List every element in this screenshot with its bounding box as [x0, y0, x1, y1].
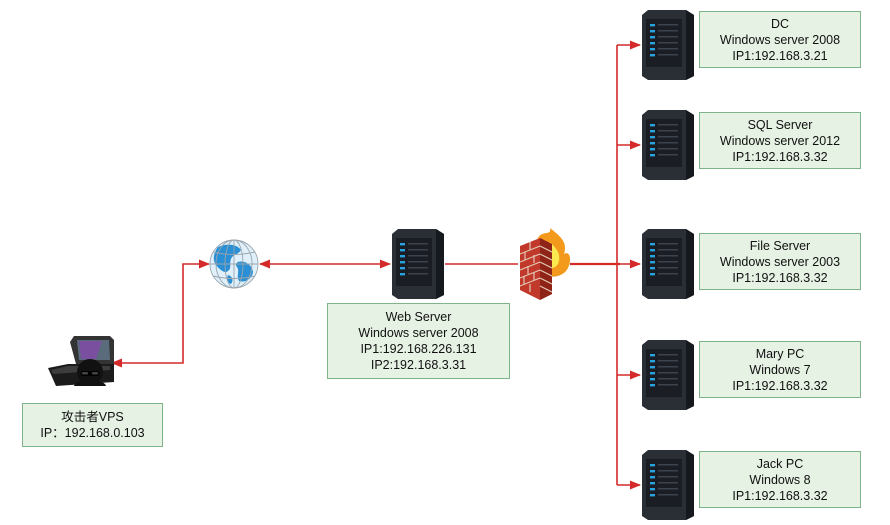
attacker-name: 攻击者VPS	[61, 410, 124, 424]
firewall-icon	[519, 228, 571, 300]
sql-server-name: SQL Server	[747, 117, 813, 132]
attacker-internet-link	[110, 259, 211, 368]
file-server-icon	[642, 229, 694, 299]
dc-name: DC	[770, 16, 790, 31]
jack-pc-os: Windows 8	[749, 472, 811, 487]
web-server-name: Web Server	[385, 310, 452, 324]
connectors	[110, 40, 642, 490]
file-server-ip: IP1:192.168.3.32	[732, 270, 828, 285]
sql-server-label: SQL Server Windows server 2012 IP1:192.1…	[699, 112, 861, 169]
dc-server-icon	[642, 10, 694, 80]
globe-icon	[209, 239, 259, 289]
attacker-label: 攻击者VPS IP：192.168.0.103	[22, 403, 163, 447]
web-server-icon	[392, 229, 444, 299]
file-server-name: File Server	[749, 238, 811, 253]
mary-pc-ip: IP1:192.168.3.32	[732, 378, 828, 393]
hacker-laptop-icon	[48, 336, 114, 386]
web-server-ip1: IP1:192.168.226.131	[360, 342, 477, 356]
sql-server-os: Windows server 2012	[719, 133, 841, 148]
sql-server-icon	[642, 110, 694, 180]
file-server-label: File Server Windows server 2003 IP1:192.…	[699, 233, 861, 290]
mary-pc-label: Mary PC Windows 7 IP1:192.168.3.32	[699, 341, 861, 398]
mary-pc-os: Windows 7	[749, 362, 811, 377]
jack-pc-label: Jack PC Windows 8 IP1:192.168.3.32	[699, 451, 861, 508]
sql-server-ip: IP1:192.168.3.32	[732, 149, 828, 164]
web-server-os: Windows server 2008	[358, 326, 479, 340]
jack-pc-name: Jack PC	[756, 456, 804, 471]
file-server-os: Windows server 2003	[719, 254, 841, 269]
jack-pc-ip: IP1:192.168.3.32	[732, 488, 828, 503]
web-server-ip2: IP2:192.168.3.31	[370, 358, 467, 372]
jack-pc-icon	[642, 450, 694, 520]
mary-pc-icon	[642, 340, 694, 410]
dc-label: DC Windows server 2008 IP1:192.168.3.21	[699, 11, 861, 68]
dc-os: Windows server 2008	[719, 32, 841, 47]
mary-pc-name: Mary PC	[755, 346, 805, 361]
web-server-label: Web Server Windows server 2008 IP1:192.1…	[327, 303, 510, 379]
attacker-ip: IP：192.168.0.103	[40, 426, 145, 440]
dc-ip: IP1:192.168.3.21	[732, 48, 828, 63]
